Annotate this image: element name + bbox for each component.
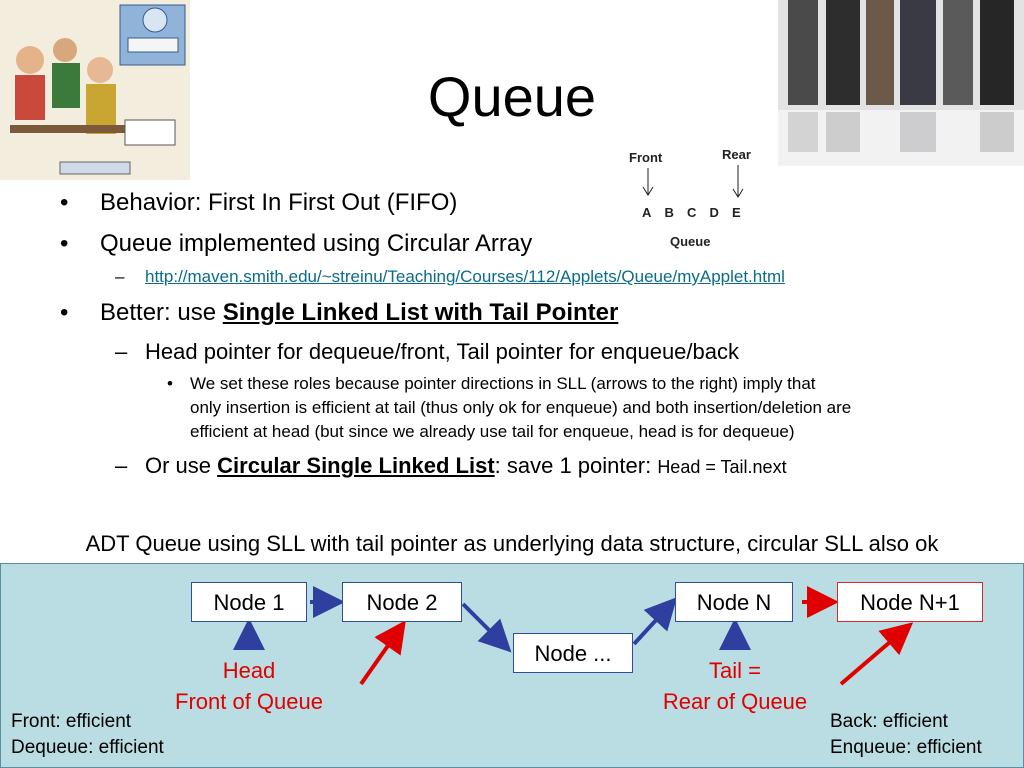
mini-queue-caption: Queue — [670, 234, 711, 249]
back-enqueue-note: Back: efficient Enqueue: efficient — [830, 711, 982, 758]
dash-marker: – — [115, 267, 125, 286]
dash-marker: – — [115, 339, 128, 364]
detail-text: We set these roles because pointer direc… — [190, 374, 852, 441]
queue-cartoon-image — [0, 0, 190, 180]
bullet-marker: • — [60, 299, 69, 326]
diagram-arrows — [233, 586, 914, 686]
node-middle: Node ... — [513, 633, 633, 673]
front-rear-arrows — [642, 165, 744, 198]
node-n-plus-1: Node N+1 — [837, 582, 983, 622]
rear-label: Rear — [722, 147, 751, 162]
sub-bullet-circular-sll: Or use Circular Single Linked List: save… — [145, 453, 787, 478]
node-2: Node 2 — [342, 582, 462, 622]
bullet-better-sll: Better: use Single Linked List with Tail… — [100, 299, 619, 326]
bullet-marker: • — [60, 230, 69, 257]
bullet-fifo: Behavior: First In First Out (FIFO) — [100, 189, 458, 216]
sll-diagram-panel: Node 1 Node 2 Node ... Node N Node N+1 H… — [0, 563, 1024, 768]
dash-marker: – — [115, 453, 128, 478]
head-label: Head Front of Queue — [175, 658, 323, 714]
front-dequeue-note: Front: efficient Dequeue: efficient — [11, 711, 164, 758]
people-in-line-photo — [778, 0, 1024, 166]
bullet-circular-array: Queue implemented using Circular Array — [100, 230, 533, 257]
bullet-marker: • — [60, 189, 69, 216]
adt-caption: ADT Queue using SLL with tail pointer as… — [85, 531, 939, 556]
node-n: Node N — [675, 582, 793, 622]
sub-bullet-head-tail: Head pointer for dequeue/front, Tail poi… — [145, 339, 739, 364]
slide-title: Queue — [427, 65, 597, 128]
node-1: Node 1 — [191, 582, 307, 622]
applet-link[interactable]: http://maven.smith.edu/~streinu/Teaching… — [145, 267, 785, 286]
small-bullet-marker: • — [167, 374, 173, 393]
front-label: Front — [629, 150, 663, 165]
tail-label: Tail = Rear of Queue — [662, 658, 808, 714]
